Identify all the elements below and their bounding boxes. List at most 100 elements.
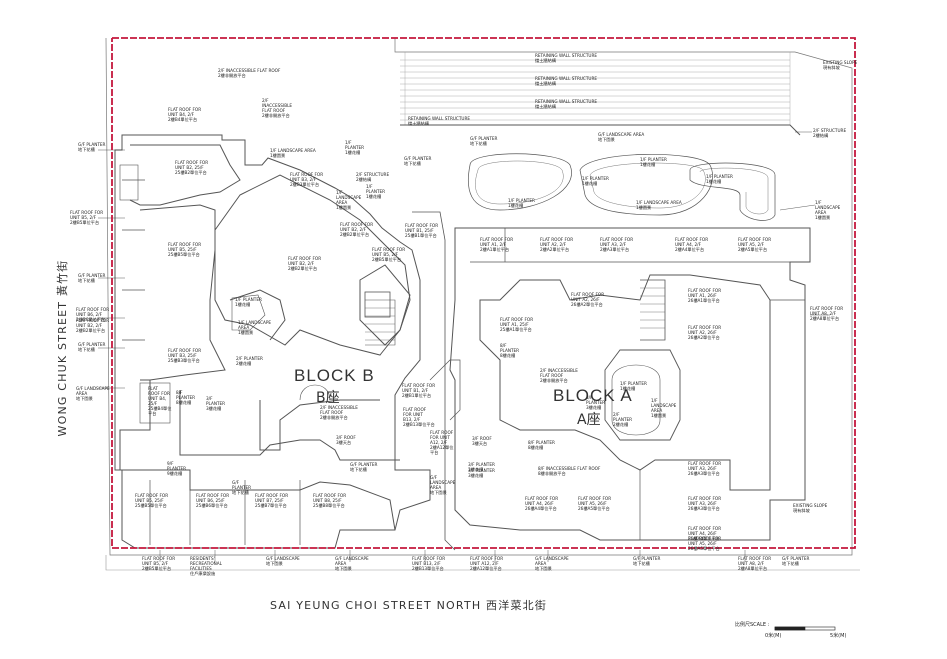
annotation-label: FLAT ROOF FOR UNIT A2, 2/F 2樓A2單位平台	[540, 237, 574, 252]
annotation-label: RETAINING WALL STRUCTURE 擋土牆結構	[535, 99, 598, 109]
annotation-label: RETAINING WALL STRUCTURE 擋土牆結構	[535, 53, 598, 63]
annotation-label: FLAT ROOF FOR UNIT A12, 2/F 2樓A12單位 平台	[430, 430, 454, 455]
annotation-label: G/F PLANTER 地下花槽	[78, 142, 106, 152]
scale-zero: 0米(M)	[765, 633, 782, 639]
annotation-label: FLAT ROOF FOR UNIT A5, 26/F 26樓A5單位平台	[688, 536, 722, 551]
block-b-bays	[122, 179, 301, 545]
annotation-label: G/F LANDSCAPE 地下園景	[266, 556, 300, 566]
annotation-label: FLAT ROOF FOR UNIT A3, 2/F 2樓A3單位平台	[600, 237, 634, 252]
block-b-inner-5	[229, 289, 286, 341]
annotation-label: 3/F ROOF 3樓天台	[336, 435, 356, 445]
annotation-label: FLAT ROOF FOR UNIT B5, 25/F 25樓B5單位平台	[168, 242, 202, 257]
block-a-core	[604, 349, 681, 441]
annotation-label: G/F LANDSCAPE AREA 地下園景	[535, 556, 569, 571]
annotation-label: G/F LANDSCAPE AREA 地下園景	[430, 475, 456, 495]
annotation-label: 1/F PLANTER 1樓花槽	[582, 176, 609, 186]
annotation-label: RETAINING WALL STRUCTURE 擋土牆結構	[535, 76, 598, 86]
annotation-label: 1/F LANDSCAPE AREA 1樓園景	[636, 200, 682, 210]
annotation-label: FLAT ROOF FOR UNIT A4, 2/F 2樓A4單位平台	[675, 237, 709, 252]
annotation-label: 1/F LANDSCAPE AREA 1樓園景	[238, 320, 272, 335]
annotation-label: G/F LANDSCAPE AREA 地下園景	[598, 132, 645, 142]
annotation-label: G/F PLANTER 地下花槽	[232, 480, 252, 495]
annotation-label: 8/F PLANTER 8樓花槽	[176, 390, 196, 405]
block-a-stair-treads	[640, 287, 665, 329]
block-b-tower	[214, 174, 411, 356]
block-a-zh: A座	[577, 412, 601, 428]
annotation-label: FLAT ROOF FOR UNIT A2, 26/F 26樓A2單位平台	[688, 325, 722, 340]
annotation-label: FLAT ROOF FOR UNIT A1, 26/F 26樓A1單位平台	[688, 288, 722, 303]
block-b-inner-1	[129, 144, 241, 206]
annotation-label: 1/F LANDSCAPE AREA 1樓園景	[815, 200, 841, 220]
annotation-label: 2/F INACCESSIBLE FLAT ROOF 2樓非開放平台	[218, 68, 281, 78]
annotation-label: 8/F PLANTER 8樓花槽	[500, 343, 520, 358]
block-b-inner-7	[259, 399, 380, 451]
annotation-label: 8/F INACCESSIBLE FLAT ROOF 8樓非開放平台	[538, 466, 601, 476]
annotation-label: FLAT ROOF FOR UNIT A3, 26/F 26樓A3單位平台	[688, 496, 722, 511]
annotation-label: FLAT ROOF FOR UNIT B5, 2/F 2樓B5單位平台	[142, 556, 176, 571]
annotation-label: FLAT ROOF FOR UNIT B2, 2/F 2樓B2單位平台	[76, 318, 110, 333]
annotation-label: FLAT ROOF FOR UNIT B13, 2/F 2樓B13單位平台	[412, 556, 446, 571]
site-context-line-2	[105, 555, 860, 571]
annotation-label: 1/F PLANTER 1樓花槽	[640, 157, 667, 167]
annotation-label: FLAT ROOF FOR UNIT B2, 2/F 2樓B2單位平台	[340, 222, 374, 237]
annotation-label: G/F PLANTER 地下花槽	[404, 156, 432, 166]
annotation-label: 3/F PLANTER 3樓花槽	[586, 395, 606, 410]
annotation-label: 2/F STRUCTURE 2樓結構	[813, 128, 847, 138]
annotation-label: FLAT ROOF FOR UNIT B6, 2/F 2樓B6單位平台	[76, 307, 110, 322]
annotation-label: 3/F ROOF 3樓天台	[472, 436, 492, 446]
annotation-label: FLAT ROOF FOR UNIT A4, 26/F 26樓A4單位平台	[688, 526, 722, 541]
annotation-label: FLAT ROOF FOR UNIT B1, 2/F 2樓B1單位平台	[402, 383, 436, 398]
block-b-inner-2	[139, 204, 226, 381]
annotation-label: FLAT ROOF FOR UNIT B8, 25/F 25樓B8單位平台	[313, 493, 347, 508]
scale-bar	[774, 626, 836, 631]
annotation-label: FLAT ROOF FOR UNIT B5, 2/F 2樓B5單位平台	[372, 247, 406, 262]
site-context-line	[105, 37, 853, 556]
annotation-label: G/F PLANTER 地下花槽	[782, 556, 810, 566]
annotation-label: 2/F PLANTER 2樓花槽	[236, 356, 263, 366]
landscape-curves	[467, 153, 776, 221]
planter-b-small	[231, 294, 266, 331]
annotation-label: 9/F PLANTER 9樓花槽	[167, 461, 187, 476]
annotation-label: FLAT ROOF FOR UNIT A4, 26/F 26樓A4單位平台	[525, 496, 559, 511]
retaining-wall-hatch	[400, 52, 791, 125]
annotation-label: FLAT ROOF FOR UNIT A1, 2/F 2樓A1單位平台	[480, 237, 514, 252]
block-b-stair-treads	[365, 307, 395, 341]
annotation-label: FLAT ROOF FOR UNIT B5, 25/F 25樓B5單位平台	[135, 493, 169, 508]
retaining-wall-edge	[400, 124, 801, 136]
block-b-lift	[364, 291, 391, 318]
block-b-inner-6	[120, 469, 396, 531]
street-name-left: WONG CHUK STREET 黃竹街	[56, 259, 69, 437]
annotation-label: FLAT ROOF FOR UNIT A3, 26/F 26樓A3單位平台	[688, 461, 722, 476]
block-a-tower	[479, 274, 771, 491]
annotation-label: FLAT ROOF FOR UNIT A12, 2/F 2樓A12單位平台	[470, 556, 504, 571]
annotation-label: 2/F INACCESSIBLE FLAT ROOF 2樓非開放平台	[540, 368, 578, 383]
annotation-label: FLAT ROOF FOR UNIT A8, 2/F 2樓A8單位平台	[738, 556, 772, 571]
scale-label: 比例尺SCALE :	[735, 622, 770, 628]
annotation-label: FLAT ROOF FOR UNIT B5, 2/F 2樓B5單位平台	[70, 210, 104, 225]
annotation-label: 1/F PLANTER 1樓花槽	[235, 297, 262, 307]
annotation-label: FLAT ROOF FOR UNIT A5, 26/F 26樓A5單位平台	[578, 496, 612, 511]
annotation-label: G/F LANDSCAPE AREA 地下園景	[335, 556, 369, 571]
annotation-label: EXISTING SLOPE 現有斜坡	[793, 503, 828, 513]
annotation-label: 1/F PLANTER 1樓花槽	[508, 198, 535, 208]
block-a-curve-inner	[611, 364, 661, 436]
block-b-outline	[114, 134, 431, 549]
annotation-label: 3/F PLANTER 3樓花槽	[468, 462, 495, 472]
annotation-label: 1/F PLANTER 1樓花槽	[620, 381, 647, 391]
annotation-label: FLAT ROOF FOR UNIT B2, 2/F 2樓B2單位平台	[288, 256, 322, 271]
annotation-label: RETAINING WALL STRUCTURE 擋土牆結構	[408, 116, 471, 126]
scale-five: 5米(M)	[830, 633, 847, 639]
annotation-label: 2/F INACCESSIBLE FLAT ROOF 2樓非開放平台	[320, 405, 358, 420]
block-a-title: BLOCK A	[553, 386, 633, 405]
block-b-title: BLOCK B	[294, 366, 375, 385]
annotation-label: 1/F PLANTER 1樓花槽	[345, 140, 365, 155]
planter-left-small	[139, 382, 171, 424]
annotation-label: 1/F PLANTER 1樓花槽	[706, 174, 733, 184]
annotation-label: FLAT ROOF FOR UNIT B6, 25/F 25樓B6單位平台	[196, 493, 230, 508]
annotation-label: G/F PLANTER 地下花槽	[633, 556, 661, 566]
annotation-label: G/F LANDSCAPE AREA 地下園景	[76, 386, 110, 401]
annotation-label: 8/F PLANTER 8樓花槽	[528, 440, 555, 450]
annotation-label: 1/F PLANTER 1樓花槽	[366, 184, 386, 199]
street-name-bottom: SAI YEUNG CHOI STREET NORTH 西洋菜北街	[270, 599, 548, 612]
annotation-label: FLAT ROOF FOR UNIT B2, 25/F 25樓B2單位平台	[175, 160, 209, 175]
